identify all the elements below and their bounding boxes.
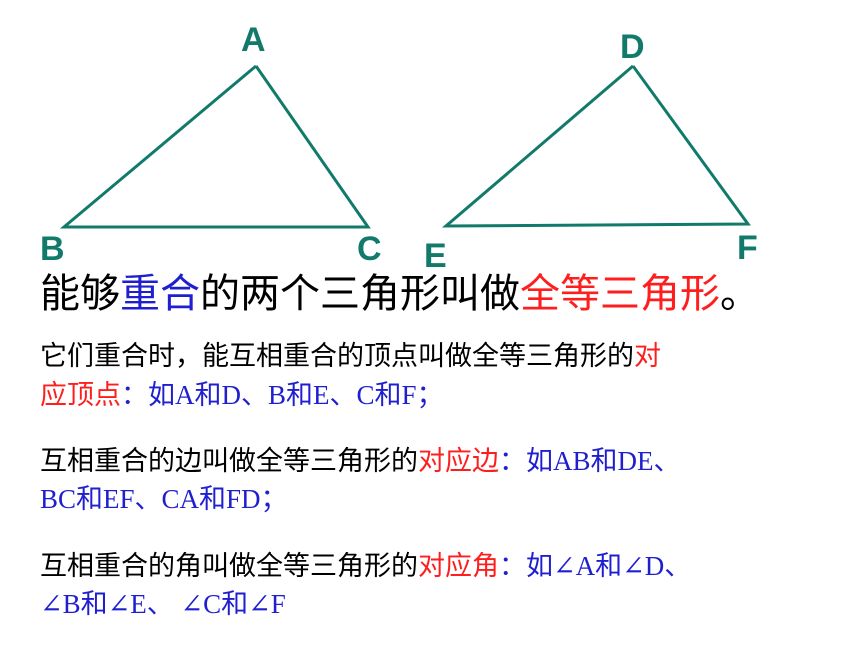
vertices-line-2: 应顶点：如A和D、B和E、C和F；	[40, 376, 444, 415]
triangle-def	[441, 64, 751, 228]
triangle-abc	[59, 64, 371, 229]
angles-line-2: ∠B和∠E、 ∠C和∠F	[40, 585, 286, 624]
sides-line-2: BC和EF、CA和FD；	[40, 480, 288, 519]
vertex-label-f: F	[737, 229, 758, 267]
vertex-label-d: D	[620, 28, 645, 66]
vertices-text: 它们重合时，能互相重合的顶点叫做全等三角形的	[40, 341, 634, 372]
angles-line-1: 互相重合的角叫做全等三角形的对应角：如∠A和∠D、	[40, 547, 691, 586]
sides-text: 互相重合的边叫做全等三角形的	[40, 446, 418, 477]
sides-example-2: BC和EF、CA和FD；	[40, 484, 288, 514]
triangles-figure	[59, 64, 751, 229]
definition-title: 能够重合的两个三角形叫做全等三角形。	[40, 268, 760, 320]
vertices-line-1: 它们重合时，能互相重合的顶点叫做全等三角形的对	[40, 338, 661, 376]
title-prefix: 能够	[40, 271, 120, 317]
title-middle: 的两个三角形叫做	[200, 271, 520, 317]
vertex-label-a: A	[241, 21, 266, 59]
title-highlight-congruent: 全等三角形	[520, 271, 720, 317]
title-highlight-coincide: 重合	[120, 271, 200, 317]
sides-example-1: ：如AB和DE、	[499, 446, 681, 476]
vertices-term-part2: 应顶点	[40, 380, 121, 411]
sides-line-1: 互相重合的边叫做全等三角形的对应边：如AB和DE、	[40, 442, 681, 481]
sides-term: 对应边	[418, 446, 499, 477]
vertex-label-b: B	[40, 230, 65, 268]
title-suffix: 。	[720, 271, 760, 317]
vertices-example: ：如A和D、B和E、C和F；	[121, 380, 444, 410]
vertex-label-e: E	[424, 237, 447, 275]
vertex-label-c: C	[357, 230, 382, 268]
angles-example-1: ：如∠A和∠D、	[499, 551, 692, 581]
vertices-term-part1: 对	[634, 341, 661, 372]
angles-example-2: ∠B和∠E、 ∠C和∠F	[40, 589, 286, 619]
angles-term: 对应角	[418, 551, 499, 582]
angles-text: 互相重合的角叫做全等三角形的	[40, 551, 418, 582]
